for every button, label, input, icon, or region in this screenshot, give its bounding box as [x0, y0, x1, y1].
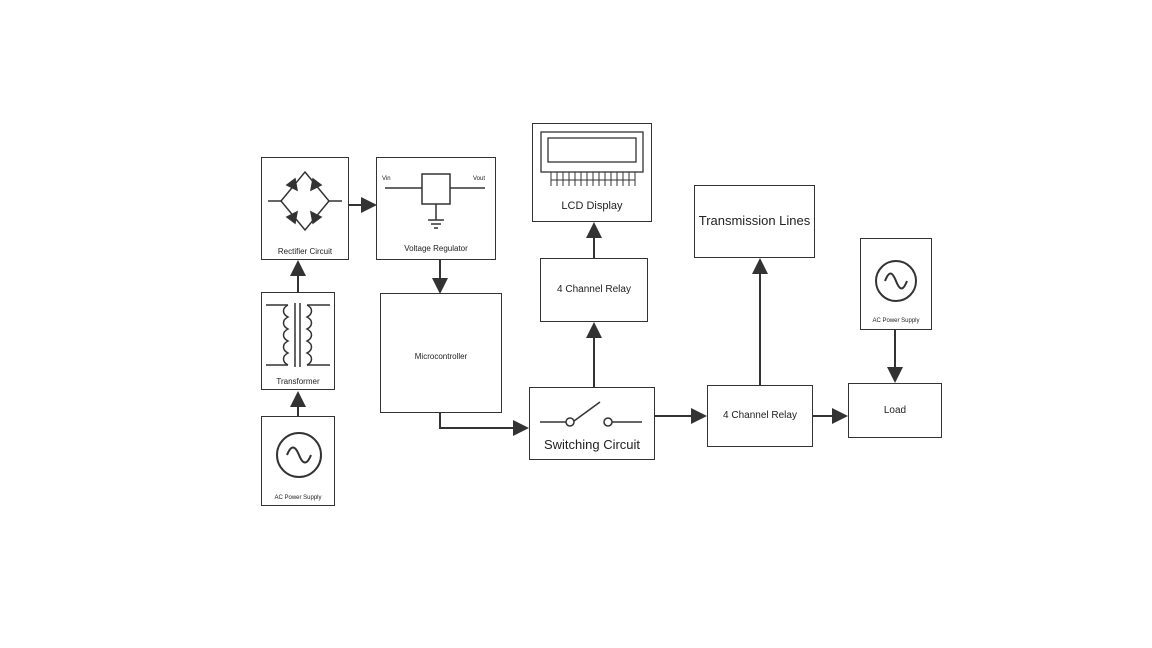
voltage-regulator-label: Voltage Regulator	[404, 244, 468, 253]
ac-power-supply-right-block: AC Power Supply	[860, 238, 932, 330]
ac-source-icon	[276, 432, 322, 478]
relay-lower-label: 4 Channel Relay	[723, 410, 797, 421]
lcd-display-label: LCD Display	[561, 200, 623, 212]
wire-microcontroller-to-switching	[439, 413, 529, 436]
transformer-block: Transformer	[261, 292, 335, 390]
microcontroller-label: Microcontroller	[414, 352, 468, 361]
lcd-display-block: LCD Display	[532, 123, 652, 222]
rectifier-label: Rectifier Circuit	[277, 247, 333, 256]
ac-power-supply-right-label: AC Power Supply	[872, 318, 920, 324]
voltage-regulator-block: Vin Vout Voltage Regulator	[376, 157, 496, 260]
load-block: Load	[848, 383, 942, 438]
relay-lower-block: 4 Channel Relay	[707, 385, 813, 447]
ac-power-supply-left-block: AC Power Supply	[261, 416, 335, 506]
transmission-lines-block: Transmission Lines	[694, 185, 815, 258]
transformer-label: Transformer	[276, 377, 320, 386]
regulator-vout-label: Vout	[473, 176, 486, 182]
regulator-icon	[385, 173, 485, 229]
switch-icon	[540, 401, 642, 427]
load-label: Load	[883, 405, 907, 416]
ac-power-supply-left-label: AC Power Supply	[274, 495, 322, 501]
regulator-vin-label: Vin	[382, 176, 391, 182]
ac-source-icon	[875, 260, 917, 302]
microcontroller-block: Microcontroller	[380, 293, 502, 413]
switching-circuit-label: Switching Circuit	[543, 437, 641, 452]
bridge-rectifier-icon	[268, 170, 342, 232]
relay-upper-block: 4 Channel Relay	[540, 258, 648, 322]
lcd-icon	[540, 131, 644, 186]
relay-upper-label: 4 Channel Relay	[557, 284, 631, 295]
switching-circuit-block: Switching Circuit	[529, 387, 655, 460]
transmission-lines-label: Transmission Lines	[698, 213, 811, 228]
transformer-icon	[266, 303, 330, 367]
rectifier-block: Rectifier Circuit	[261, 157, 349, 260]
